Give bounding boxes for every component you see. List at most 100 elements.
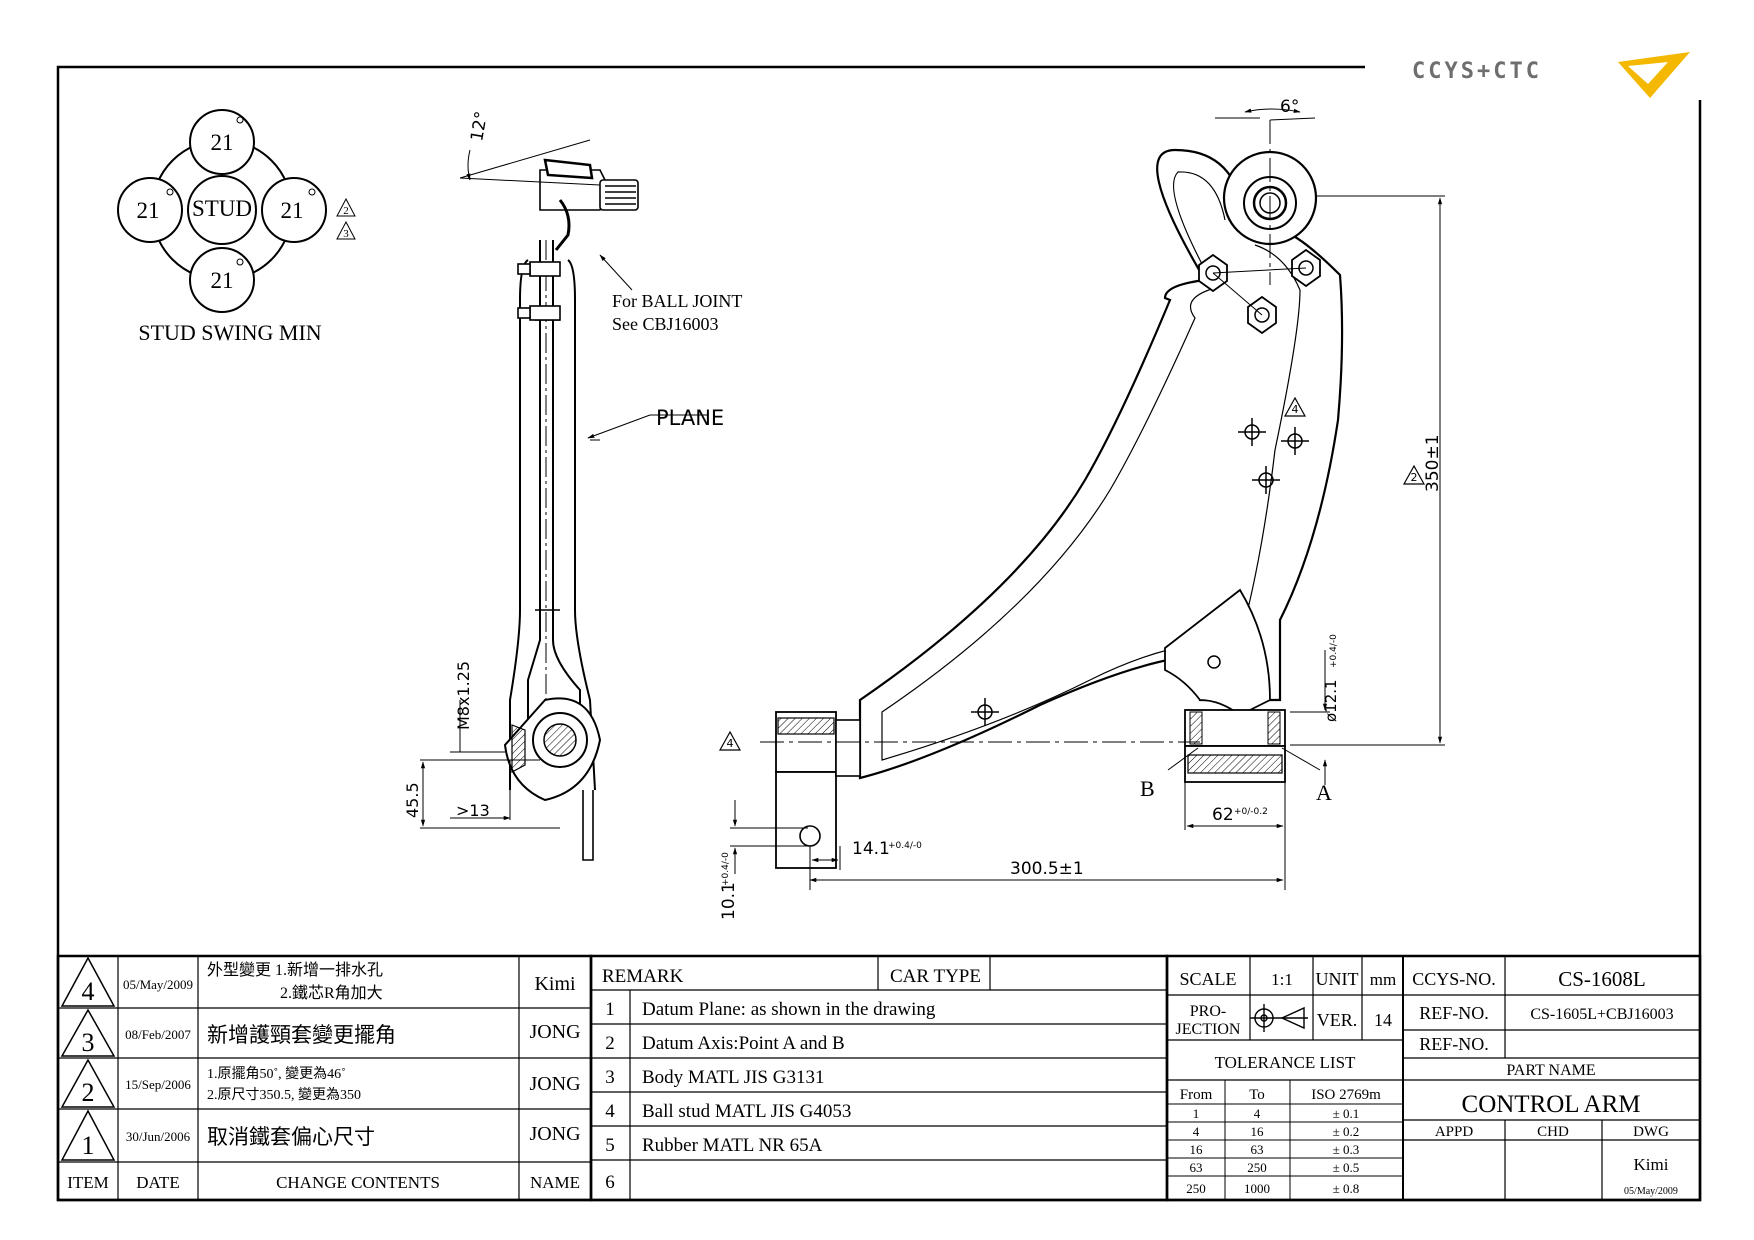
- tol-from: 4: [1193, 1124, 1200, 1139]
- bush-dia-tol: +0.4/-0: [1329, 634, 1339, 668]
- ccys-no-label: CCYS-NO.: [1412, 969, 1496, 989]
- rev-item: 4: [82, 977, 95, 1006]
- revision-mark: 2: [343, 205, 349, 217]
- item-header: ITEM: [67, 1173, 109, 1192]
- angle-circle-left: [117, 177, 183, 243]
- logo-text: CCYS+CTC: [1412, 59, 1542, 84]
- rev-name: JONG: [529, 1073, 580, 1095]
- point-a: A: [1316, 780, 1332, 805]
- degree-mark: [166, 188, 174, 196]
- revision-triangle-icon: [60, 1008, 116, 1057]
- point-b: B: [1140, 776, 1155, 801]
- remark-text: Rubber MATL NR 65A: [642, 1135, 823, 1156]
- remark-no: 1: [605, 999, 615, 1020]
- ref-no-value: CS-1605L+CBJ16003: [1530, 1006, 1673, 1023]
- tol-to: 63: [1251, 1142, 1264, 1157]
- side-view: [420, 139, 708, 861]
- drawn-by: Kimi: [1634, 1155, 1669, 1174]
- main-angle: 6°: [1280, 97, 1299, 117]
- degree-mark: [236, 116, 244, 124]
- arm-outline-right: [552, 240, 581, 781]
- stud-circle: [187, 175, 257, 245]
- scale-label: SCALE: [1179, 969, 1236, 989]
- stud-swing-diagram: STUD 21 21 21 21 2 3 STUD SWING MIN: [117, 109, 356, 345]
- rev-item: 2: [82, 1078, 95, 1107]
- tol-to: 16: [1251, 1124, 1265, 1139]
- part-name-label: PART NAME: [1506, 1062, 1595, 1079]
- revision-triangle-icon: [60, 956, 116, 1007]
- tol-to: 250: [1247, 1160, 1267, 1175]
- dim-width: >13: [456, 801, 490, 820]
- ref-no2-label: REF-NO.: [1419, 1034, 1489, 1054]
- rev-contents: 取消鐵套偏心尺寸: [207, 1125, 375, 1149]
- stud-swing-title: STUD SWING MIN: [138, 320, 321, 345]
- tol-value: ± 0.8: [1333, 1181, 1360, 1196]
- car-type-label: CAR TYPE: [890, 966, 981, 987]
- unit-label: UNIT: [1316, 969, 1359, 989]
- ver-label: VER.: [1317, 1010, 1358, 1030]
- scale-value: 1:1: [1271, 970, 1293, 989]
- rev-date: 15/Sep/2006: [125, 1077, 191, 1092]
- ccys-no-value: CS-1608L: [1558, 967, 1646, 991]
- revision-triangle-icon: [60, 1058, 116, 1108]
- tolerance-title: TOLERANCE LIST: [1215, 1053, 1356, 1072]
- appd-label: APPD: [1435, 1124, 1474, 1140]
- rev-contents: 2.原尺寸350.5, 變更為350: [207, 1087, 361, 1103]
- side-view-labels: 12° For BALL JOINT See CBJ16003 PLANE M8…: [403, 110, 742, 820]
- bush-width: 62: [1212, 805, 1234, 825]
- tol-to: 4: [1254, 1106, 1261, 1121]
- revision-table-text: 4 05/May/2009 外型變更 1.新增一排水孔 2.鐵芯R角加大 Kim…: [67, 961, 580, 1192]
- remarks-table-text: REMARK CAR TYPE 1 Datum Plane: as shown …: [602, 966, 981, 1193]
- tol-value: ± 0.1: [1333, 1106, 1360, 1121]
- stud-label: STUD: [192, 196, 252, 221]
- name-header: NAME: [530, 1173, 580, 1192]
- projection-label: PRO-: [1190, 1003, 1226, 1020]
- bush-rev: 4: [727, 737, 734, 750]
- angle-circle-top: [189, 109, 255, 175]
- rev-contents: 2.鐵芯R角加大: [280, 983, 383, 1002]
- height-dim: 350±1: [1423, 434, 1443, 492]
- drawn-date: 05/May/2009: [1624, 1186, 1678, 1197]
- bush-dia: ø12.1: [1322, 679, 1340, 722]
- degree-mark: [308, 188, 316, 196]
- ball-joint-note-2: See CBJ16003: [612, 314, 719, 334]
- revision-triangle-icon: [336, 220, 356, 240]
- remark-header: REMARK: [602, 966, 684, 987]
- dim-height: 45.5: [403, 782, 422, 818]
- slot-width: 14.1: [852, 839, 890, 859]
- degree-mark: [236, 258, 244, 266]
- remark-text: Datum Axis:Point A and B: [642, 1033, 845, 1054]
- bush-width-tol: +0/-0.2: [1234, 807, 1268, 817]
- ref-no-label: REF-NO.: [1419, 1003, 1489, 1023]
- rev-item: 3: [82, 1028, 95, 1057]
- ball-joint-stud: [599, 179, 639, 211]
- tolerance-header: ISO 2769m: [1311, 1087, 1381, 1103]
- ball-joint-note-1: For BALL JOINT: [612, 291, 742, 311]
- rev-name: JONG: [529, 1021, 580, 1043]
- revision-triangle-icon: [1402, 464, 1426, 485]
- thread-spec: M8x1.25: [454, 661, 473, 730]
- tol-from: 16: [1190, 1142, 1204, 1157]
- title-block: [1165, 954, 1702, 1202]
- angle-top: 21: [211, 130, 234, 155]
- rev-name: Kimi: [534, 973, 576, 995]
- dwg-label: DWG: [1633, 1124, 1669, 1140]
- main-view-labels: 6° 350±1 2 4 4 ø12.1 +0.4/-0 B A 62 +0/-…: [719, 97, 1443, 920]
- height-rev: 2: [1411, 471, 1418, 484]
- date-header: DATE: [136, 1173, 179, 1192]
- tolerance-header: To: [1249, 1087, 1265, 1103]
- revision-triangle-icon: [336, 197, 356, 217]
- slot-height: 10.1: [719, 882, 739, 920]
- revision-table: [56, 954, 593, 1202]
- part-name-value: CONTROL ARM: [1462, 1091, 1641, 1118]
- chd-label: CHD: [1537, 1124, 1569, 1140]
- rev-date: 30/Jun/2006: [126, 1129, 191, 1144]
- tol-from: 63: [1190, 1160, 1203, 1175]
- side-angle: 12°: [467, 110, 492, 143]
- projection-label: JECTION: [1176, 1021, 1241, 1038]
- tol-to: 1000: [1244, 1181, 1270, 1196]
- revision-triangle-icon: [60, 1109, 116, 1161]
- rev-item: 1: [82, 1131, 95, 1160]
- tolerance-header: From: [1180, 1087, 1213, 1103]
